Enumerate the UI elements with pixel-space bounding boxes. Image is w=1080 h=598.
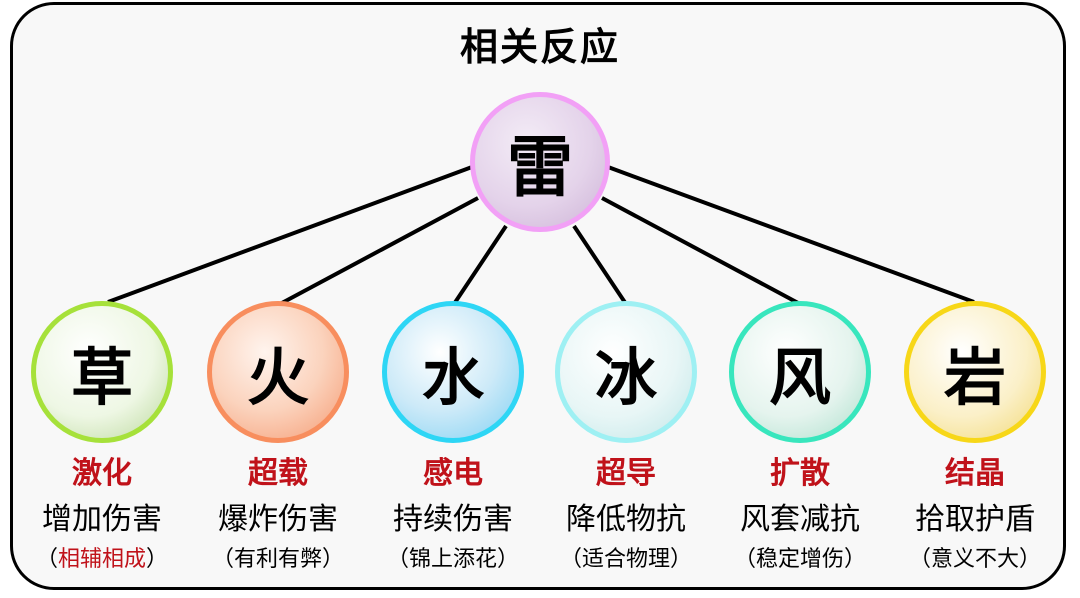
element-node-shui: 水 xyxy=(382,301,524,443)
reaction-note: （有利有弊） xyxy=(211,547,345,572)
reaction-note-text: 锦上添花 xyxy=(408,547,497,572)
element-node-cao: 草 xyxy=(31,301,173,443)
reaction-name-chaozai: 超载 xyxy=(248,456,308,491)
element-node-yan: 岩 xyxy=(904,301,1046,443)
reaction-name-chaodao: 超导 xyxy=(596,456,656,491)
reaction-effect: 风套减抗 xyxy=(740,502,860,537)
reaction-note-text: 意义不大 xyxy=(930,547,1019,572)
element-node-huo: 火 xyxy=(207,301,349,443)
reaction-name-kuosan: 扩散 xyxy=(770,456,830,491)
element-node-feng: 风 xyxy=(729,301,871,443)
reaction-name-jiejing: 结晶 xyxy=(945,456,1005,491)
reaction-note: （意义不大） xyxy=(908,547,1042,572)
reaction-note: （锦上添花） xyxy=(386,547,520,572)
reaction-note-text: 适合物理 xyxy=(581,547,670,572)
connector-line-cao xyxy=(107,165,473,304)
reaction-effect: 拾取护盾 xyxy=(915,502,1035,537)
connector-line-shui xyxy=(452,224,508,306)
element-node-bing: 冰 xyxy=(555,301,697,443)
element-node-lei: 雷 xyxy=(470,92,610,232)
reaction-name-jihua: 激化 xyxy=(72,456,132,491)
reaction-effect: 爆炸伤害 xyxy=(218,502,338,537)
reaction-effect: 增加伤害 xyxy=(42,502,162,537)
reaction-note-text: 有利有弊 xyxy=(233,547,322,572)
reaction-note: （稳定增伤） xyxy=(733,547,867,572)
reaction-note: （相辅相成） xyxy=(35,547,169,572)
reaction-note-text: 稳定增伤 xyxy=(755,547,844,572)
reaction-note: （适合物理） xyxy=(559,547,693,572)
reaction-effect: 降低物抗 xyxy=(566,502,686,537)
reaction-name-gandian: 感电 xyxy=(423,456,483,491)
diagram-title: 相关反应 xyxy=(459,25,620,69)
reaction-note-text: 相辅相成 xyxy=(57,547,146,572)
connector-line-huo xyxy=(279,196,479,306)
connector-line-yan xyxy=(607,165,975,304)
connector-line-feng xyxy=(601,196,801,306)
connector-line-bing xyxy=(572,224,628,306)
reaction-effect: 持续伤害 xyxy=(393,502,513,537)
